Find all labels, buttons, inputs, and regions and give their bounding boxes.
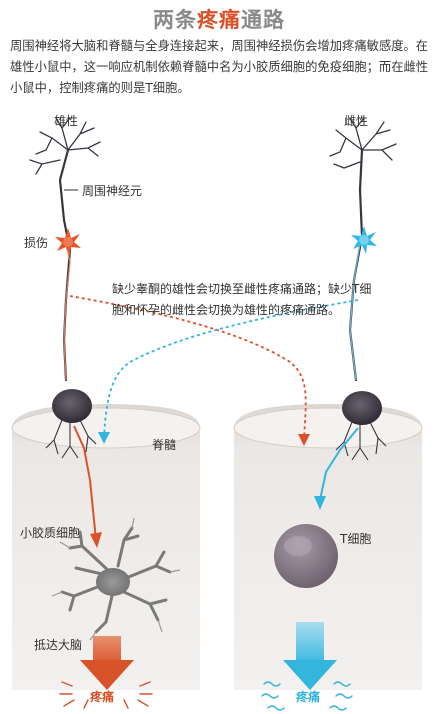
male-signal-line <box>73 425 97 541</box>
neuron-right-soma <box>342 391 382 425</box>
neuron-right-terminals <box>335 421 387 461</box>
microglia-cell <box>51 517 181 641</box>
injury-star-left <box>55 228 81 256</box>
label-female: 雌性 <box>344 114 369 128</box>
label-t-cell: T细胞 <box>340 532 372 546</box>
label-injury: 损伤 <box>24 236 49 250</box>
neuron-right <box>329 117 397 382</box>
pain-label-right: 疼痛 <box>296 690 321 704</box>
female-signal-line <box>319 427 359 501</box>
label-male: 雄性 <box>54 114 79 128</box>
label-spinal-cord: 脊髓 <box>152 438 177 452</box>
pain-label-left: 疼痛 <box>90 690 115 704</box>
figure-title: 两条疼痛通路 <box>0 4 438 34</box>
switch-arrow-to-female <box>69 295 307 441</box>
female-signal-head <box>314 496 326 510</box>
title-suffix: 通路 <box>241 8 285 32</box>
intro-text: 周围神经将大脑和脊髓与全身连接起来，周围神经损伤会增加疼痛敏感度。在雄性小鼠中，… <box>10 39 429 95</box>
title-prefix: 两条 <box>153 8 197 32</box>
female-pathway-highlight <box>349 243 361 381</box>
switch-note: 缺少睾酮的雄性会切换至雌性疼痛通路；缺少T细胞和怀孕的雌性会切换为雄性的疼痛通路… <box>112 282 372 317</box>
label-microglia: 小胶质细胞 <box>20 526 81 540</box>
label-to-brain: 抵达大脑 <box>34 638 83 652</box>
injury-star-right <box>351 226 377 254</box>
neuron-left-terminals <box>45 419 97 459</box>
label-peripheral-neuron: 周围神经元 <box>82 184 143 198</box>
switch-arrow-to-male <box>103 299 359 439</box>
title-highlight: 疼痛 <box>197 8 241 32</box>
neuron-left-soma <box>52 389 92 423</box>
switch-arrow-head-blue <box>98 432 110 444</box>
output-arrow-left <box>80 636 134 690</box>
pain-sparks-right <box>261 681 353 711</box>
male-pathway-highlight <box>63 243 71 381</box>
male-signal-head <box>90 532 102 548</box>
pain-sparks-left <box>59 681 153 709</box>
output-arrow-right <box>283 622 337 690</box>
switch-arrow-head-orange <box>298 434 310 446</box>
t-cell <box>274 524 338 588</box>
